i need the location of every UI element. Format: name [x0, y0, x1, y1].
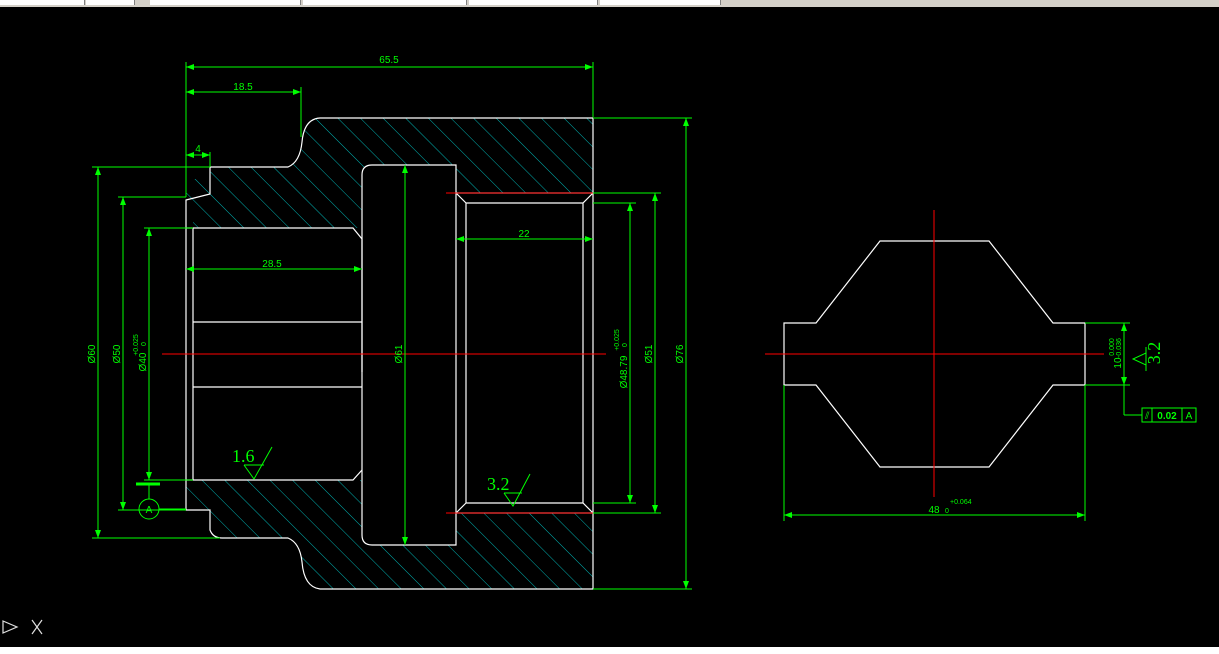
section-dimensions[interactable] [92, 62, 692, 590]
section-view[interactable] [162, 117, 606, 590]
ucs-arrow-icon [2, 619, 43, 635]
roughness-symbol [243, 446, 273, 480]
dim-text-counterbore: 22 [518, 229, 530, 240]
dim-text-key-width: 48 [928, 505, 940, 516]
dim-tol-dia40-lower: 0 [141, 342, 148, 346]
dim-text-overall: 65.5 [379, 55, 399, 66]
dim-text-bore: 28.5 [262, 259, 282, 270]
toolbar-strip [0, 0, 1219, 7]
dim-text-dia48: Ø48.79 [619, 355, 630, 388]
toolbar-segment [600, 0, 721, 5]
tolerance-value: 0.02 [1157, 411, 1177, 422]
bore-outline [186, 227, 363, 481]
part-outline [185, 117, 594, 590]
tolerance-frame [1141, 407, 1197, 423]
dim-tol-key-lower: 0 [945, 508, 949, 515]
dim-text-dia60: Ø60 [87, 344, 98, 363]
dim-text-slot-width: 10 [1113, 357, 1124, 369]
dim-text-flange: 18.5 [233, 82, 253, 93]
status-bar [0, 647, 1219, 654]
dim-tol-dia48-lower: 0 [622, 343, 629, 347]
tolerance-symbol: ⫽ [1144, 411, 1150, 422]
dim-text-dia40: Ø40 [138, 352, 149, 371]
roughness-text-left: 1.6 [232, 446, 255, 466]
section-hatch-upper [186, 118, 593, 228]
section-hatch-lower [186, 480, 593, 589]
dim-tol-dia40-upper: +0.025 [133, 334, 140, 356]
dim-tol-slot-lower: -0.036 [1116, 338, 1123, 358]
roughness-text-center: 3.2 [487, 474, 510, 494]
cad-drawing-canvas[interactable]: 65.5 18.5 4 28.5 22 Ø60 Ø50 Ø40 +0.025 0… [0, 7, 1219, 647]
roughness-symbol [1131, 347, 1147, 371]
tolerance-datum: A [1186, 411, 1193, 422]
dim-tol-dia48-upper: +0.025 [614, 329, 621, 351]
roughness-symbol [503, 473, 531, 507]
dim-text-step: 4 [195, 144, 201, 155]
groove-outline [361, 164, 457, 546]
dim-tol-key-upper: +0.064 [950, 499, 972, 506]
toolbar-segment [0, 0, 85, 5]
side-view[interactable]: 48 +0.064 0 10 0.000 -0.036 3.2 ⫽ 0.02 A [765, 210, 1197, 521]
toolbar-segment [469, 0, 598, 5]
datum-label: A [146, 505, 153, 516]
dim-text-dia51: Ø51 [644, 344, 655, 363]
toolbar-segment [150, 0, 301, 5]
toolbar-segment [303, 0, 467, 5]
dim-tol-slot-upper: 0.000 [1109, 338, 1116, 356]
counterbore-outline [455, 192, 594, 514]
roughness-text-right: 3.2 [1144, 342, 1164, 365]
dim-text-dia61: Ø61 [394, 344, 405, 363]
dim-text-dia50: Ø50 [112, 344, 123, 363]
dim-text-dia76: Ø76 [675, 344, 686, 363]
toolbar-segment [86, 0, 135, 5]
